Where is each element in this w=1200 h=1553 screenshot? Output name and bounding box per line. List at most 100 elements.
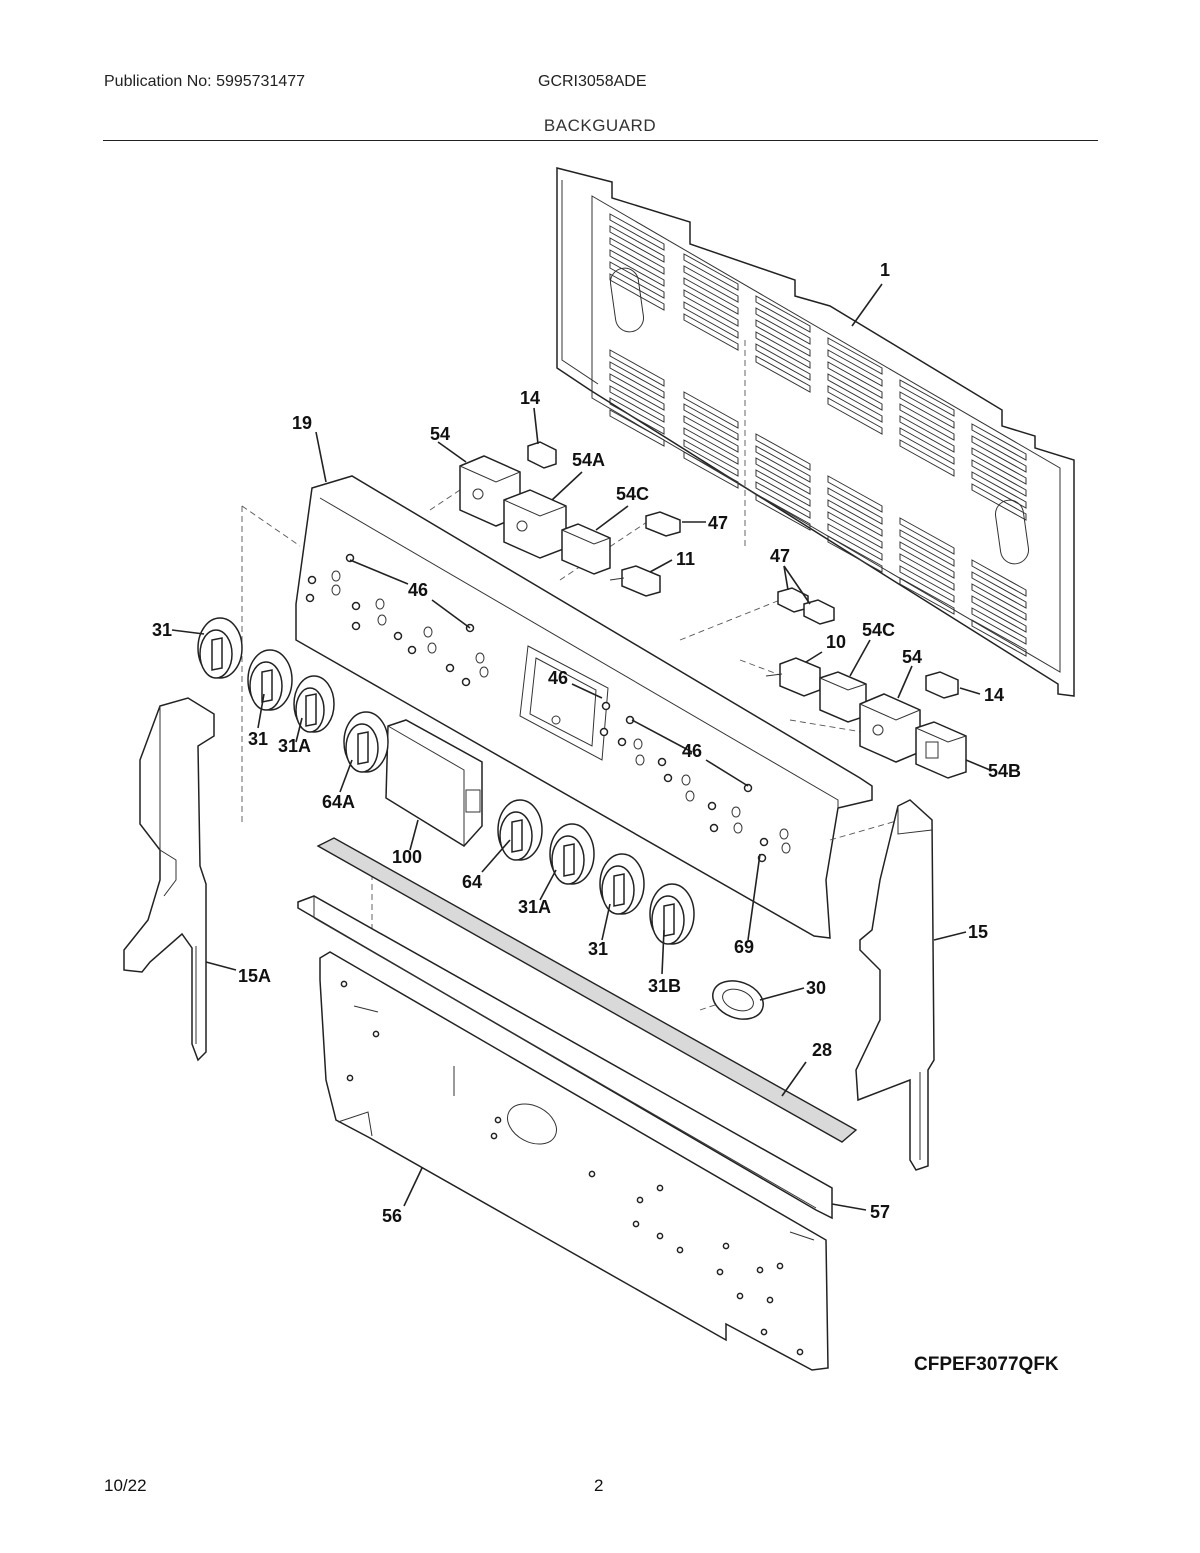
callout-46-window: 46 [548, 668, 568, 688]
callout-69: 69 [734, 937, 754, 957]
vent-slot [683, 277, 739, 315]
callout-46-right: 46 [682, 741, 702, 761]
vent-slot [899, 391, 955, 429]
washer [733, 822, 743, 834]
knob-grip [663, 903, 675, 937]
callout-labels: 1 14 19 54 54A 54C 47 11 46 31 47 10 54C… [152, 260, 1059, 1375]
control-knobs [197, 617, 695, 945]
vent-slot [683, 391, 739, 429]
callout-54a: 54A [572, 450, 605, 470]
vent-slot [755, 481, 811, 519]
vent-slot [609, 225, 665, 263]
model-number: GCRI3058ADE [538, 73, 647, 90]
callout-54-lower: 54 [902, 647, 922, 667]
screw [351, 621, 361, 631]
mounting-hole [766, 1296, 774, 1304]
vent-slot [827, 499, 883, 537]
trim-30 [712, 980, 764, 1020]
mounting-hole [756, 1266, 764, 1274]
vent-slot [899, 577, 955, 615]
section-title: BACKGUARD [543, 116, 657, 135]
control-knob [497, 799, 543, 861]
mounting-hole [656, 1232, 664, 1240]
vent-slot [971, 435, 1027, 473]
vent-slot [755, 319, 811, 357]
channel-57 [297, 895, 833, 1220]
washer [479, 666, 489, 678]
callout-31-left: 31 [152, 620, 172, 640]
infinite-switch-54b [915, 721, 967, 779]
washer [331, 570, 341, 582]
callout-leaders [171, 283, 991, 1211]
screw [351, 601, 361, 611]
vent-slot [755, 469, 811, 507]
vent-slot [755, 331, 811, 369]
control-knob [197, 617, 243, 679]
rear-panel [556, 167, 1075, 697]
vent-slot [755, 355, 811, 393]
screw [407, 645, 417, 655]
vent-slot [827, 385, 883, 423]
vent-slot [683, 439, 739, 477]
vent-slot [683, 289, 739, 327]
vent-slot [683, 451, 739, 489]
mounting-hole [716, 1268, 724, 1276]
control-knob [599, 853, 645, 915]
callout-47-upper: 47 [708, 513, 728, 533]
washer [423, 626, 433, 638]
screw [345, 553, 355, 563]
callout-14-upper: 14 [520, 388, 540, 408]
vent-slot [899, 565, 955, 603]
vent-slot [609, 261, 665, 299]
trim-strip-28 [316, 837, 858, 1143]
vent-slot [899, 427, 955, 465]
callout-1: 1 [880, 260, 890, 280]
switch-47-upper [645, 511, 681, 537]
screw [743, 783, 753, 793]
mounting-hole [588, 1170, 596, 1178]
callout-64a: 64A [322, 792, 355, 812]
washer [475, 652, 485, 664]
callout-14-lower: 14 [984, 685, 1004, 705]
rear-panel-vents [609, 213, 1027, 657]
panel-screws [305, 553, 791, 863]
control-knob [293, 675, 335, 733]
vent-slot [683, 265, 739, 303]
publication-number: Publication No: 5995731477 [104, 73, 306, 90]
vent-slot [609, 361, 665, 399]
callout-10: 10 [826, 632, 846, 652]
switch-10 [765, 657, 821, 697]
callout-54-upper: 54 [430, 424, 450, 444]
vent-slot [683, 313, 739, 351]
callout-15: 15 [968, 922, 988, 942]
vent-slot [609, 385, 665, 423]
vent-slot [827, 349, 883, 387]
vent-slot [827, 373, 883, 411]
washer [633, 738, 643, 750]
knob-grip [511, 819, 523, 853]
side-bracket-15a [123, 697, 215, 1062]
control-knob [649, 883, 695, 945]
screw [617, 737, 627, 747]
vent-slot [683, 427, 739, 465]
vent-slot [827, 487, 883, 525]
vent-slot [899, 541, 955, 579]
callout-19: 19 [292, 413, 312, 433]
vent-slot [971, 459, 1027, 497]
vent-slot [683, 403, 739, 441]
mounting-hole [760, 1328, 768, 1336]
screw [663, 773, 673, 783]
screw [657, 757, 667, 767]
screw [307, 575, 317, 585]
diagram-code: CFPEF3077QFK [914, 1354, 1059, 1375]
control-knob [549, 823, 595, 885]
vent-slot [827, 397, 883, 435]
washer [635, 754, 645, 766]
vent-slot [755, 295, 811, 333]
vent-slot [755, 307, 811, 345]
callout-54c-upper: 54C [616, 484, 649, 504]
mounting-hole [796, 1348, 804, 1356]
washer [331, 584, 341, 596]
callout-15a: 15A [238, 966, 271, 986]
infinite-switch-54c-lower [819, 671, 867, 723]
